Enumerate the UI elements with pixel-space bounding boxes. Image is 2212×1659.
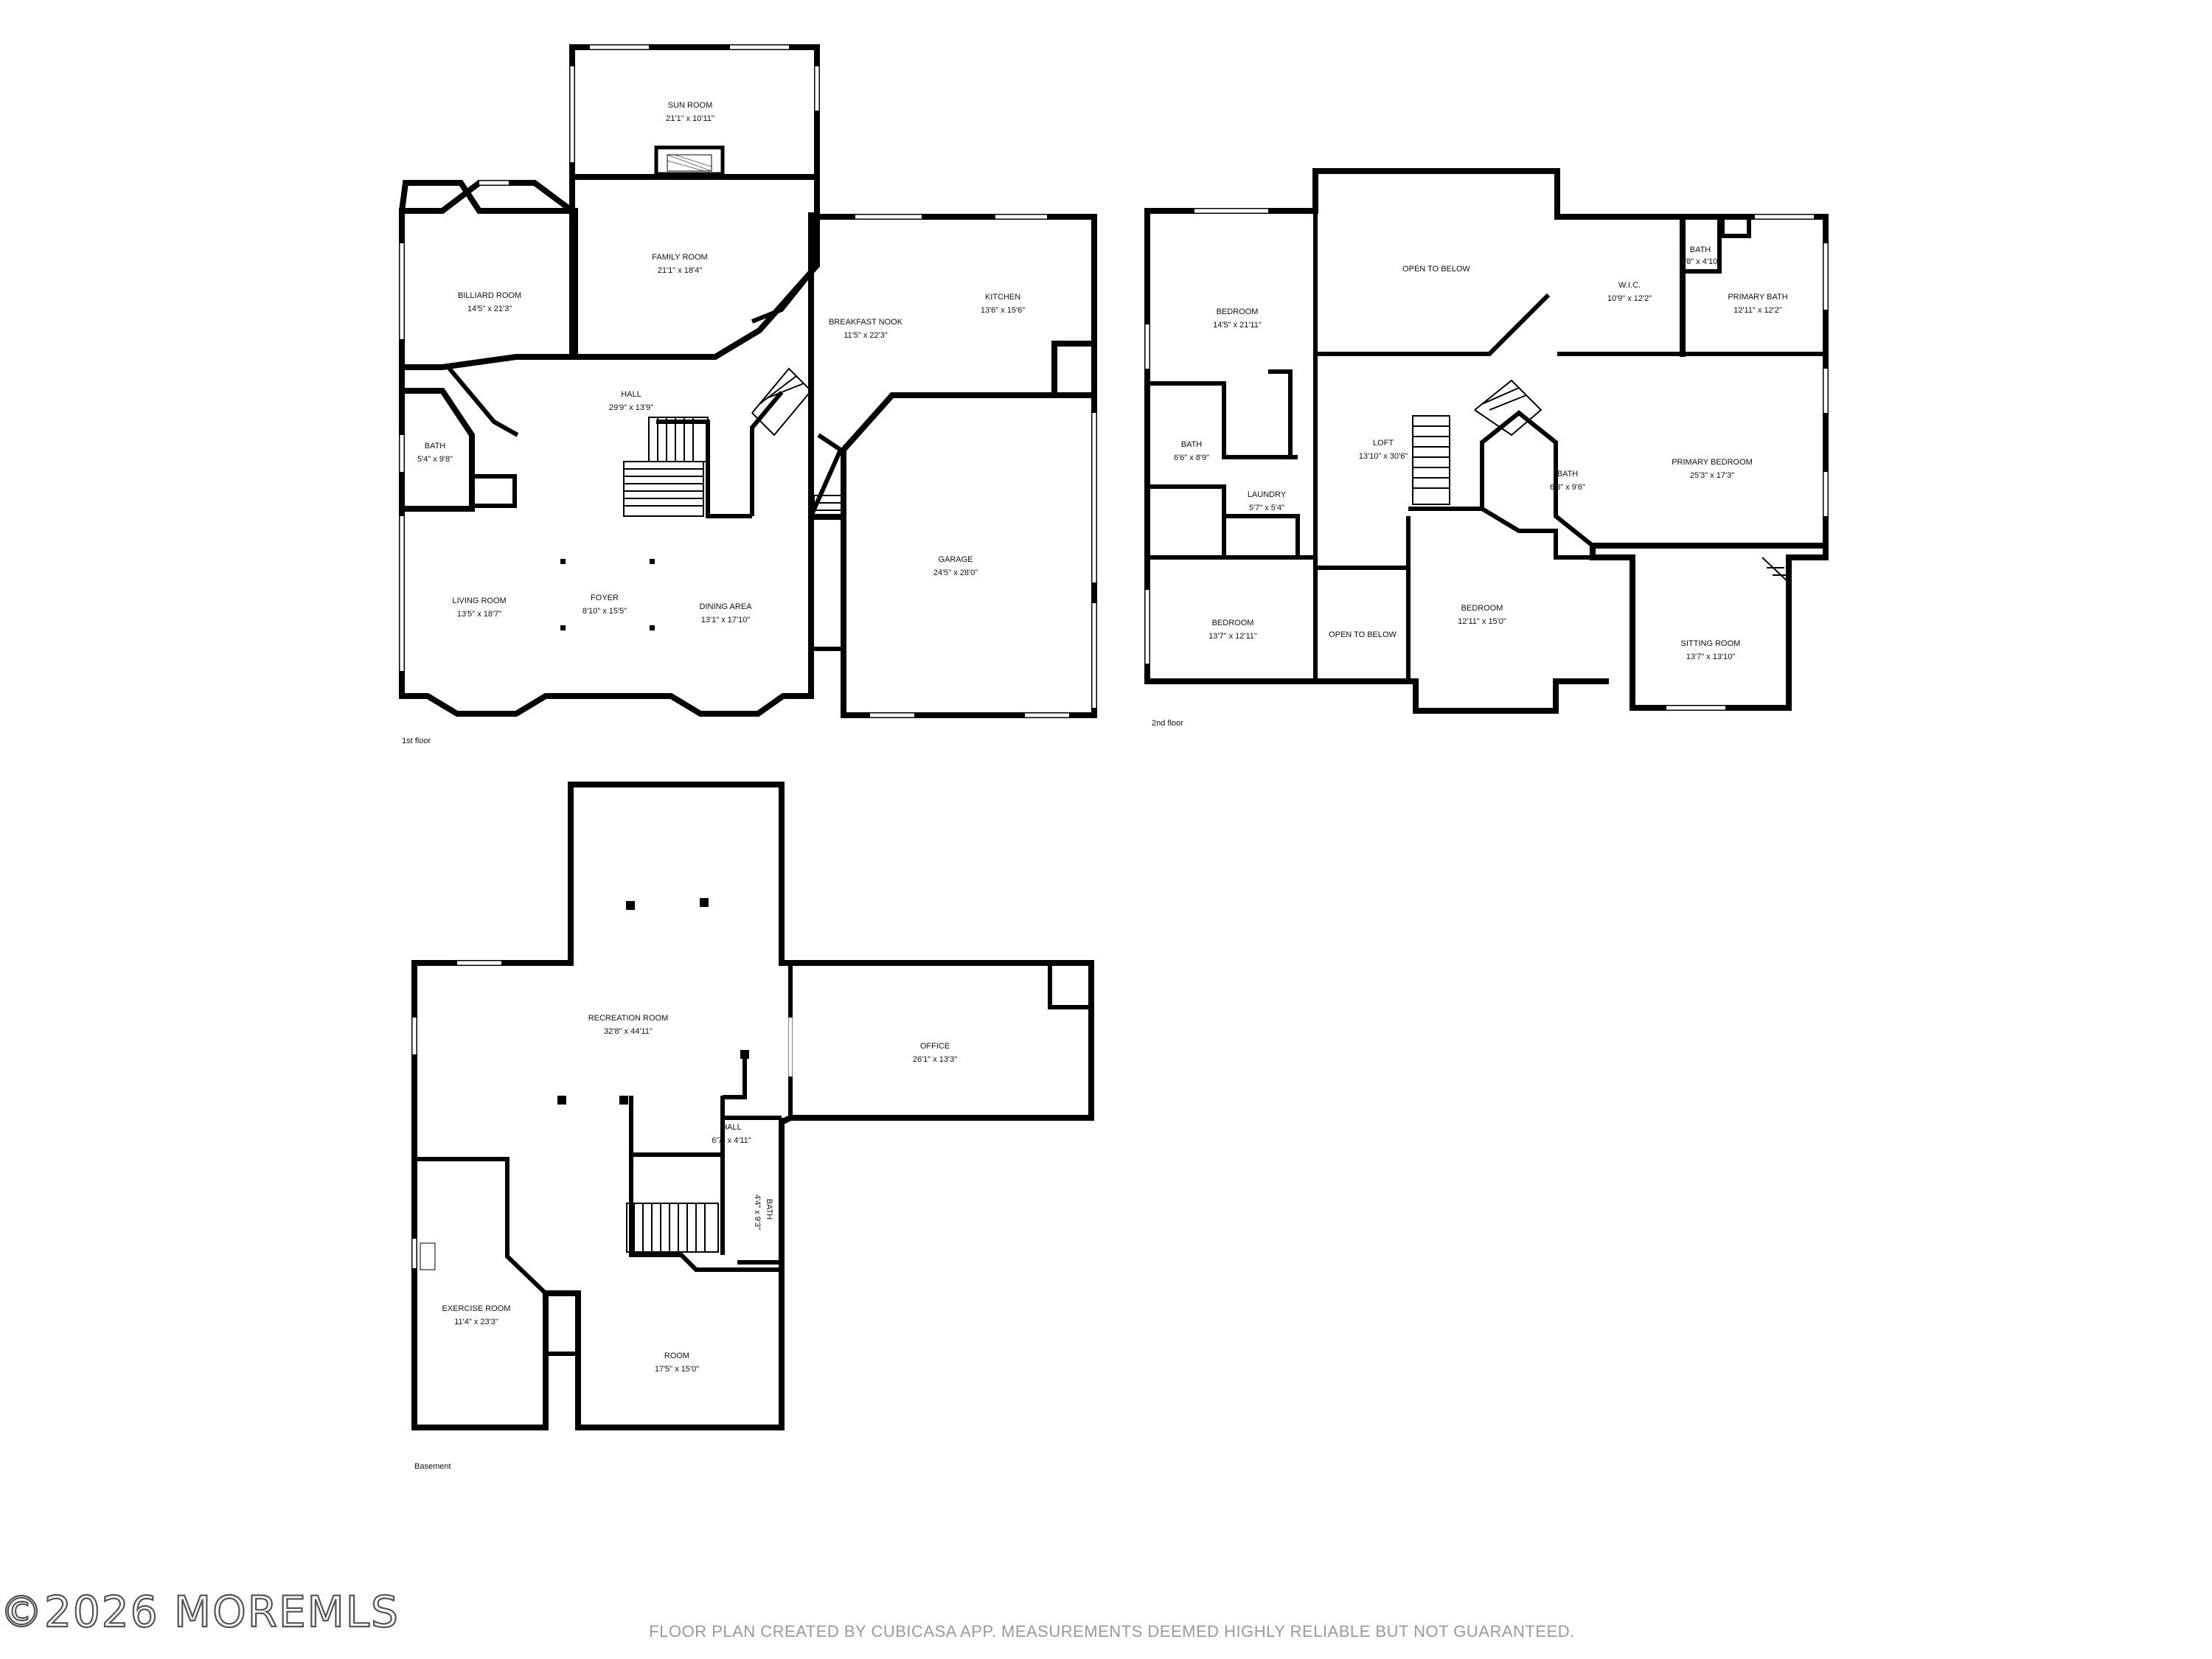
room-dims-garage: 24'5" x 28'0" [933, 568, 978, 577]
room-dims-laundry: 5'7" x 5'4" [1249, 504, 1284, 512]
room-dims-wic: 10'9" x 12'2" [1607, 294, 1652, 303]
room-label-open-to-below-bottom: OPEN TO BELOW [1329, 630, 1397, 639]
room-label-sun-room: SUN ROOM [668, 101, 713, 110]
room-label-bath: BATH [425, 442, 446, 451]
room-label-basement-bath: BATH [765, 1199, 773, 1220]
room-dims-primary-bath: 12'11" x 12'2" [1733, 306, 1782, 315]
room-label-primary-bedroom: PRIMARY BEDROOM [1672, 458, 1753, 467]
second-floor-plan: OPEN TO BELOW BEDROOM 14'5" x 21'11" W.I… [1144, 168, 1829, 728]
room-dims-sitting-room: 13'7" x 13'10" [1686, 653, 1736, 661]
room-dims-bath-center: 6'8" x 9'6" [1550, 483, 1585, 492]
room-label-billiard-room: BILLIARD ROOM [458, 291, 521, 300]
room-label-recreation-room: RECREATION ROOM [588, 1014, 669, 1023]
room-label-office: OFFICE [920, 1042, 950, 1051]
room-dims-bedroom-3: 12'11" x 15'0" [1458, 617, 1506, 626]
room-dims-foyer: 8'10" x 15'5" [582, 607, 627, 616]
room-label-bath-left: BATH [1181, 440, 1203, 449]
room-label-foyer: FOYER [591, 594, 619, 602]
room-dims-bath-small: 5'8" x 4'10" [1680, 257, 1720, 266]
room-label-primary-bath: PRIMARY BATH [1728, 293, 1787, 302]
room-dims-hall: 29'9" x 13'9" [609, 403, 653, 412]
room-label-exercise-room: EXERCISE ROOM [442, 1304, 511, 1313]
floor-label-second: 2nd floor [1152, 719, 1183, 728]
room-label-open-to-below-top: OPEN TO BELOW [1402, 265, 1471, 274]
room-label-bedroom-1: BEDROOM [1217, 307, 1259, 316]
room-dims-bath-left: 6'6" x 8'9" [1174, 453, 1209, 462]
room-dims-living-room: 13'5" x 18'7" [457, 610, 501, 619]
room-dims-loft: 13'10" x 30'6" [1359, 452, 1408, 461]
room-label-wic: W.I.C. [1618, 281, 1641, 290]
room-dims-bath: 5'4" x 9'8" [417, 455, 453, 464]
room-label-bath-center: BATH [1557, 470, 1579, 479]
room-dims-basement-bath: 4'4" x 9'3" [753, 1194, 762, 1230]
room-label-room: ROOM [664, 1352, 689, 1360]
room-dims-recreation-room: 32'8" x 44'11" [604, 1027, 653, 1036]
room-dims-dining-area: 13'1" x 17'10" [701, 616, 751, 625]
room-label-loft: LOFT [1373, 439, 1394, 448]
room-label-bedroom-2: BEDROOM [1212, 619, 1254, 627]
basement-plan: RECREATION ROOM 32'8" x 44'11" OFFICE 26… [411, 782, 1094, 1471]
watermark-logo: ©2026 MOREMLS [0, 1587, 400, 1637]
room-label-breakfast-nook: BREAKFAST NOOK [829, 318, 903, 327]
room-label-dining-area: DINING AREA [700, 602, 753, 611]
room-label-living-room: LIVING ROOM [452, 597, 506, 605]
room-dims-kitchen: 13'6" x 15'6" [981, 306, 1025, 315]
room-dims-breakfast-nook: 11'5" x 22'3" [844, 331, 888, 340]
room-dims-room: 17'5" x 15'0" [655, 1365, 699, 1374]
floor-label-first: 1st floor [402, 737, 431, 745]
room-label-bath-small: BATH [1690, 246, 1711, 254]
room-label-kitchen: KITCHEN [985, 293, 1020, 302]
room-label-garage: GARAGE [938, 555, 973, 564]
footer-disclaimer: FLOOR PLAN CREATED BY CUBICASA APP. MEAS… [649, 1622, 1574, 1641]
room-dims-bedroom-2: 13'7" x 12'11" [1208, 632, 1257, 641]
room-dims-basement-hall: 6'7" x 4'11" [712, 1136, 751, 1145]
first-floor-plan: SUN ROOM 21'1" x 10'11" FAMILY ROOM 21'1… [399, 44, 1097, 745]
room-label-family-room: FAMILY ROOM [652, 253, 707, 262]
room-label-laundry: LAUNDRY [1248, 490, 1287, 499]
room-dims-family-room: 21'1" x 18'4" [658, 266, 702, 275]
room-label-bedroom-3: BEDROOM [1461, 604, 1503, 613]
room-dims-exercise-room: 11'4" x 23'3" [454, 1318, 498, 1326]
room-dims-office: 26'1" x 13'3" [913, 1055, 957, 1064]
floor-label-basement: Basement [414, 1462, 451, 1471]
room-label-hall: HALL [621, 390, 641, 399]
room-dims-sun-room: 21'1" x 10'11" [666, 114, 714, 123]
room-dims-billiard-room: 14'5" x 21'3" [467, 305, 512, 313]
room-dims-primary-bedroom: 25'3" x 17'3" [1690, 471, 1734, 480]
room-dims-bedroom-1: 14'5" x 21'11" [1213, 321, 1262, 330]
room-label-basement-hall: HALL [721, 1123, 742, 1132]
room-label-sitting-room: SITTING ROOM [1681, 639, 1741, 648]
